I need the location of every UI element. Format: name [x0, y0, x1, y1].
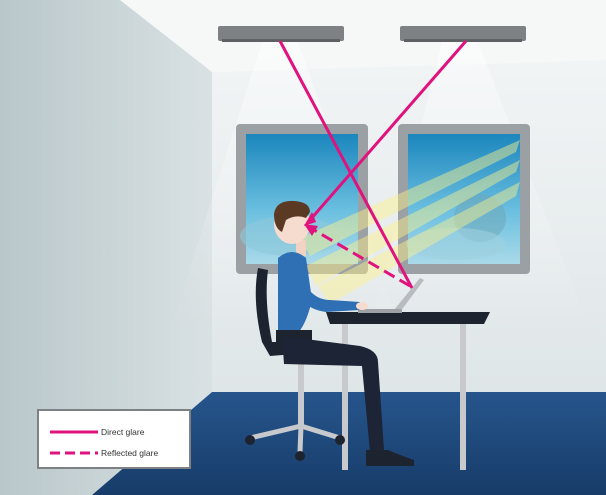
- legend: Direct glare Reflected glare: [38, 410, 190, 468]
- ceiling-lamp-left: [218, 26, 344, 41]
- legend-box: [38, 410, 190, 468]
- legend-reflected-label: Reflected glare: [101, 448, 158, 458]
- ceiling-lamp-right: [400, 26, 526, 41]
- legend-direct-label: Direct glare: [101, 427, 145, 437]
